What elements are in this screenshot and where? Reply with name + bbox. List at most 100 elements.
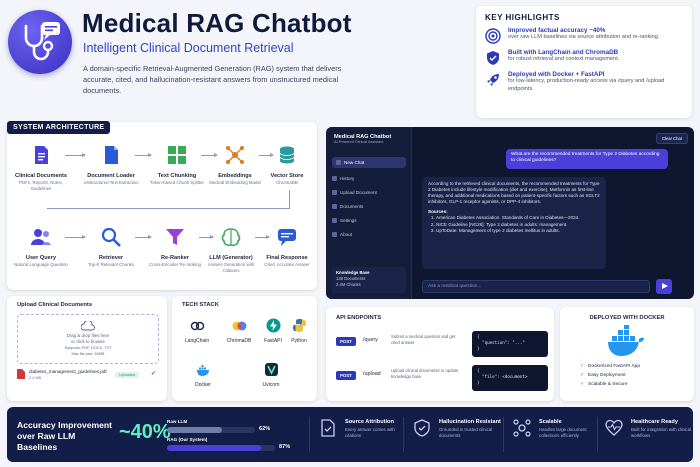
- flow-arrow: [135, 235, 152, 239]
- arch-node-document-loader: Document Loader Unstructured Text Extrac…: [83, 144, 139, 186]
- node-name: Embeddings: [218, 173, 252, 179]
- accuracy-title: Accuracy Improvement over Raw LLM Baseli…: [17, 420, 113, 452]
- browse-text: or click to browse: [71, 339, 105, 344]
- sidebar-item-documents[interactable]: Documents: [332, 204, 363, 209]
- tech-heading: TECH STACK: [182, 302, 219, 308]
- chat-input[interactable]: Ask a medical question...: [422, 280, 650, 293]
- feature-title: Source Attribution: [345, 419, 394, 425]
- uploaded-file-row: diabetes_management_guidelines.pdf 2.4 M…: [17, 369, 159, 383]
- document-icon: [35, 146, 48, 164]
- folder-icon: [332, 204, 337, 209]
- bar-label: RAG (Our System): [167, 437, 208, 442]
- api-endpoint-query[interactable]: POST /query Submit a medical question an…: [336, 331, 548, 361]
- node-sub: ChromaDB: [276, 180, 298, 185]
- file-icon: [105, 146, 118, 164]
- sidebar-item-new-chat[interactable]: New Chat: [332, 157, 406, 168]
- status-badge: Uploaded: [115, 372, 140, 378]
- connector-line: [47, 208, 290, 209]
- divider: [597, 417, 598, 452]
- users-icon: [31, 229, 51, 245]
- upload-dropzone[interactable]: Drag & drop files here or click to brows…: [17, 314, 159, 364]
- endpoint-route: /query: [363, 337, 378, 343]
- tech-python: Python: [284, 318, 314, 344]
- feature-title: Healthcare Ready: [631, 419, 678, 425]
- docker-heading: DEPLOYED WITH DOCKER: [589, 315, 665, 321]
- sidebar-item-settings[interactable]: Settings: [332, 218, 357, 223]
- target-icon: [485, 28, 501, 44]
- heart-pulse-icon: [605, 419, 623, 436]
- node-sub: PDFs, Reports, Notes, Guidelines: [19, 180, 63, 191]
- sidebar-item-upload-document[interactable]: Upload Document: [332, 190, 377, 195]
- docker-feature-list: Dockerized FastAPI App Easy Deployment S…: [580, 362, 640, 389]
- sidebar-item-about[interactable]: About: [332, 232, 352, 237]
- check-icon: ✔: [151, 371, 157, 377]
- clear-chat-button[interactable]: Clear Chat: [655, 133, 688, 144]
- highlight-title: Improved factual accuracy ~40%: [508, 27, 606, 34]
- info-icon: [332, 232, 337, 237]
- stethoscope-chat-logo-icon: [8, 10, 72, 74]
- node-name: Text Chunking: [157, 173, 197, 179]
- scale-nodes-icon: [513, 419, 531, 437]
- node-name: Re-Ranker: [161, 255, 189, 261]
- highlight-title: Built with LangChain and ChromaDB: [508, 49, 619, 56]
- arch-node-re-ranker: Re-Ranker Cross-Encoder Re-ranking: [147, 226, 203, 268]
- cloud-upload-icon: [80, 320, 95, 331]
- tech-stack-card: TECH STACK LangChain ChromaDB FastAPI Py…: [172, 296, 317, 401]
- arch-node-final-response: Final Response Cited, Accurate Answer: [259, 226, 315, 268]
- network-icon: [226, 146, 244, 164]
- arch-node-embeddings: Embeddings Medical Embedding Model: [207, 144, 263, 186]
- rocket-icon: [487, 74, 499, 86]
- upload-heading: Upload Clinical Documents: [17, 302, 93, 308]
- bot-message: According to the retrieved clinical docu…: [422, 177, 606, 269]
- pdf-icon: [17, 369, 25, 379]
- knowledge-base-box: Knowledge Base 128 Documents 2.4M Chunks: [332, 267, 406, 293]
- feature-text: Every answer comes with citations: [345, 427, 395, 438]
- kb-docs: 128 Documents: [336, 276, 366, 281]
- database-icon: [279, 146, 295, 164]
- drop-text: Drag & drop files here: [66, 333, 110, 338]
- funnel-icon: [166, 229, 184, 245]
- chromadb-icon: [232, 321, 246, 331]
- connector-line: [289, 190, 290, 208]
- source-item[interactable]: American Diabetes Association. Standards…: [436, 215, 600, 221]
- api-endpoints-card: API ENDPOINTS POST /query Submit a medic…: [326, 307, 554, 401]
- bar-track-raw-llm: [167, 427, 255, 433]
- api-endpoint-upload[interactable]: POST /upload Upload clinical documents t…: [336, 365, 548, 395]
- node-sub: Token-based Chunk Splitter: [150, 180, 204, 185]
- highlight-text: over raw LLM baselines via source attrib…: [508, 34, 660, 41]
- bot-answer: According to the retrieved clinical docu…: [428, 181, 600, 205]
- arch-node-clinical-documents: Clinical Documents PDFs, Reports, Notes,…: [13, 144, 69, 191]
- flow-arrow: [255, 235, 270, 239]
- node-name: Vector Store: [270, 173, 304, 179]
- arch-node-user-query: User Query Natural Language Question: [13, 226, 69, 268]
- highlight-text: for robust retrieval and context managem…: [508, 56, 620, 63]
- sidebar-item-history[interactable]: History: [332, 176, 354, 181]
- flow-arrow: [199, 235, 214, 239]
- divider: [503, 417, 504, 452]
- code-snippet: { "question": "..." }: [472, 331, 548, 357]
- flow-arrow: [65, 235, 86, 239]
- highlight-text: for low-latency, production-ready access…: [508, 78, 665, 92]
- source-item[interactable]: UpToDate: Management of type 2 diabetes …: [436, 228, 600, 234]
- brain-icon: [221, 228, 241, 247]
- endpoint-route: /upload: [363, 371, 381, 377]
- architecture-panel: Clinical Documents PDFs, Reports, Notes,…: [7, 122, 317, 290]
- source-item[interactable]: NICE Guideline [NG28]: Type 2 diabetes i…: [436, 222, 600, 228]
- bar-value: 87%: [279, 444, 291, 450]
- user-message: What are the recommended treatments for …: [506, 149, 668, 169]
- plus-icon: [336, 160, 341, 165]
- key-highlights-card: KEY HIGHLIGHTS Improved factual accuracy…: [476, 6, 692, 118]
- bar-value: 62%: [259, 426, 271, 432]
- feature-text: Built for integration with clinical work…: [631, 427, 692, 438]
- flow-arrow: [65, 153, 86, 157]
- send-button[interactable]: [656, 279, 672, 294]
- node-name: Clinical Documents: [15, 173, 67, 179]
- node-sub: Cross-Encoder Re-ranking: [149, 262, 201, 267]
- node-sub: Medical Embedding Model: [209, 180, 261, 185]
- endpoint-desc: Upload clinical documents to update know…: [391, 368, 459, 379]
- feature-text: Grounded in trusted clinical documents: [439, 427, 493, 438]
- node-name: Final Response: [266, 255, 308, 261]
- docker-card: DEPLOYED WITH DOCKER Dockerized FastAPI …: [560, 307, 694, 401]
